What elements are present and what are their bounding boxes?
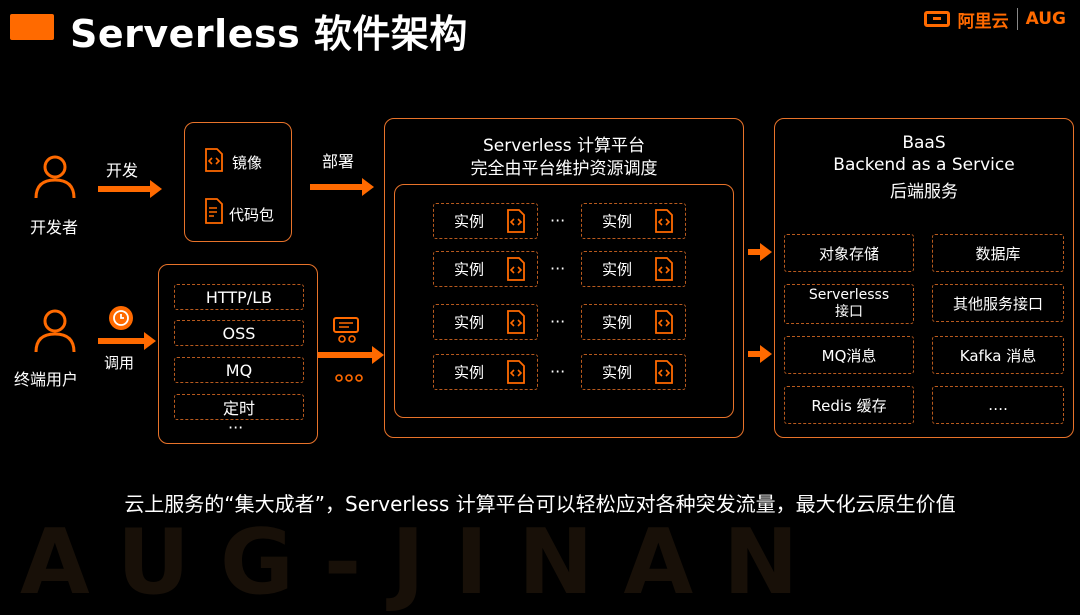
function-code-icon — [506, 209, 526, 233]
instance-ellipsis: ··· — [550, 259, 566, 278]
invoke-action-label: 调用 — [104, 354, 135, 372]
event-gateway-icon — [333, 317, 359, 343]
artifact-package-label: 代码包 — [229, 206, 275, 224]
instance-1-2: 实例 — [581, 203, 686, 239]
trigger-timer: 定时 — [174, 394, 304, 420]
baas-subtitle: Backend as a Service — [833, 155, 1015, 175]
aliyun-logo-icon — [923, 11, 950, 27]
service-database: 数据库 — [932, 234, 1064, 272]
instance-ellipsis: ··· — [550, 312, 566, 331]
service-other-apis: 其他服务接口 — [932, 284, 1064, 322]
compute-platform-box — [384, 118, 744, 438]
connection-dots-icon — [335, 374, 363, 382]
instance-label: 实例 — [601, 313, 632, 332]
instance-3-1: 实例 — [433, 304, 538, 340]
instance-2-1: 实例 — [433, 251, 538, 287]
develop-arrow — [98, 180, 162, 198]
function-code-icon — [654, 360, 674, 384]
end-user-label: 终端用户 — [14, 370, 79, 389]
platform-subtitle: 完全由平台维护资源调度 — [470, 159, 658, 179]
trigger-mq: MQ — [174, 357, 304, 383]
instance-label: 实例 — [453, 260, 484, 279]
trigger-more: ··· — [228, 418, 244, 437]
developer-label: 开发者 — [30, 218, 79, 237]
function-code-icon — [654, 257, 674, 281]
instance-ellipsis: ··· — [550, 362, 566, 381]
instance-pool-box — [394, 184, 734, 418]
trigger-http: HTTP/LB — [174, 284, 304, 310]
baas-box — [774, 118, 1074, 438]
trigger-oss: OSS — [174, 320, 304, 346]
instance-label: 实例 — [453, 212, 484, 231]
service-mq: MQ消息 — [784, 336, 914, 374]
page-title: Serverless 软件架构 — [70, 12, 468, 56]
deploy-label: 部署 — [322, 152, 355, 171]
develop-action-label: 开发 — [106, 161, 139, 180]
instance-4-1: 实例 — [433, 354, 538, 390]
title-accent-bar — [10, 14, 54, 40]
function-code-icon — [654, 310, 674, 334]
artifacts-box — [184, 122, 292, 242]
platform-title: Serverless 计算平台 — [482, 136, 646, 156]
instance-label: 实例 — [453, 363, 484, 382]
function-code-icon — [506, 257, 526, 281]
baas-arrow-bottom — [748, 345, 772, 363]
event-arrow — [318, 346, 384, 364]
code-file-icon — [205, 148, 223, 172]
invoke-arrow — [98, 332, 156, 350]
service-kafka: Kafka 消息 — [932, 336, 1064, 374]
package-file-icon — [205, 198, 223, 224]
instance-1-1: 实例 — [433, 203, 538, 239]
service-serverless-api: Serverlesss 接口 — [784, 284, 914, 324]
brand-divider — [1016, 8, 1018, 30]
instance-label: 实例 — [601, 212, 632, 231]
baas-subtitle-cn: 后端服务 — [890, 182, 958, 202]
instance-label: 实例 — [601, 260, 632, 279]
brand-logo: 阿里云 AUG — [923, 8, 1066, 32]
instance-2-2: 实例 — [581, 251, 686, 287]
deploy-arrow — [310, 178, 374, 196]
instance-label: 实例 — [601, 363, 632, 382]
service-more: …. — [932, 386, 1064, 424]
baas-arrow-top — [748, 243, 772, 261]
developer-user-icon — [34, 155, 76, 199]
end-user-icon — [34, 309, 76, 353]
function-code-icon — [506, 310, 526, 334]
clock-icon — [109, 306, 133, 330]
instance-ellipsis: ··· — [550, 211, 566, 230]
function-code-icon — [506, 360, 526, 384]
function-code-icon — [654, 209, 674, 233]
brand-event: AUG — [1025, 9, 1066, 29]
instance-4-2: 实例 — [581, 354, 686, 390]
instance-3-2: 实例 — [581, 304, 686, 340]
background-watermark: AUG-JINAN — [20, 510, 829, 615]
baas-title: BaaS — [902, 133, 946, 153]
brand-name: 阿里云 — [957, 11, 1009, 32]
service-redis: Redis 缓存 — [784, 386, 914, 424]
footer-caption: 云上服务的“集大成者”，Serverless 计算平台可以轻松应对各种突发流量，… — [124, 492, 956, 516]
triggers-box — [158, 264, 318, 444]
service-object-storage: 对象存储 — [784, 234, 914, 272]
artifact-image-label: 镜像 — [232, 154, 263, 172]
instance-label: 实例 — [453, 313, 484, 332]
